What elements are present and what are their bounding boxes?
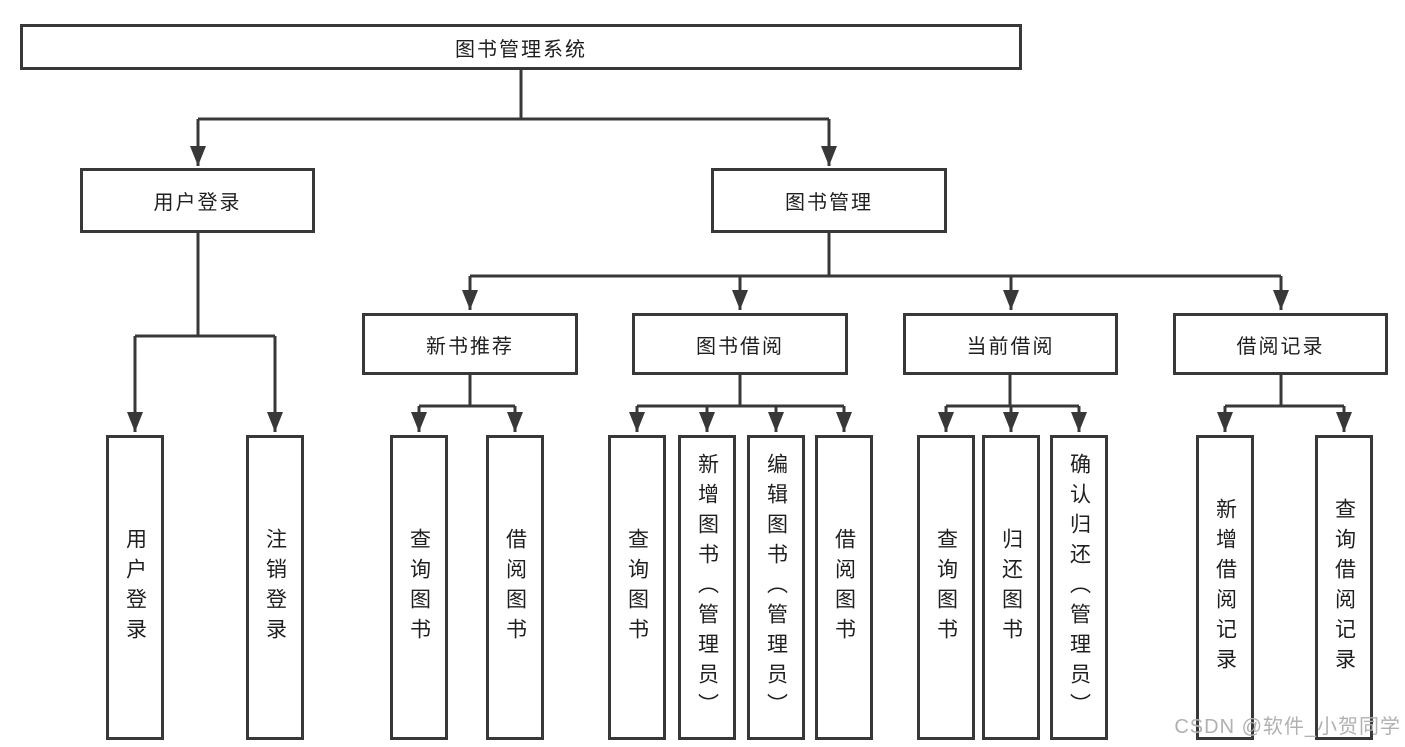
node-book-borrow: 图书借阅 (632, 313, 848, 375)
leaf-add-borrow-record: 新增借阅记录 (1196, 435, 1254, 740)
connector-book-management (462, 233, 1289, 310)
leaf-query-books-recommend: 查询图书 (390, 435, 448, 740)
leaf-query-books-borrow: 查询图书 (608, 435, 666, 740)
leaf-return-book: 归还图书 (982, 435, 1040, 740)
node-library-management-system: 图书管理系统 (20, 24, 1022, 70)
connector-current-borrow (938, 375, 1087, 432)
node-book-management: 图书管理 (711, 168, 947, 233)
leaf-confirm-return-admin: 确认归还（管理员） (1050, 435, 1108, 740)
node-current-borrow: 当前借阅 (903, 313, 1118, 375)
connector-new-book-recommend (411, 375, 523, 432)
leaf-query-borrow-record: 查询借阅记录 (1315, 435, 1373, 740)
leaf-logout: 注销登录 (246, 435, 304, 740)
leaf-user-login: 用户登录 (106, 435, 164, 740)
leaf-edit-book-admin: 编辑图书（管理员） (747, 435, 805, 740)
leaf-borrow-books: 借阅图书 (815, 435, 873, 740)
leaf-query-books-current: 查询图书 (917, 435, 975, 740)
connector-root (190, 70, 837, 166)
leaf-borrow-books-recommend: 借阅图书 (486, 435, 544, 740)
node-borrow-records: 借阅记录 (1173, 313, 1388, 375)
csdn-watermark: CSDN @软件_小贺同学 (1174, 716, 1401, 738)
connector-borrow-records (1217, 375, 1352, 432)
node-user-login: 用户登录 (80, 168, 315, 233)
connector-book-borrow (629, 375, 852, 432)
node-new-book-recommend: 新书推荐 (362, 313, 578, 375)
connector-user-login (127, 233, 283, 432)
leaf-add-book-admin: 新增图书（管理员） (678, 435, 736, 740)
